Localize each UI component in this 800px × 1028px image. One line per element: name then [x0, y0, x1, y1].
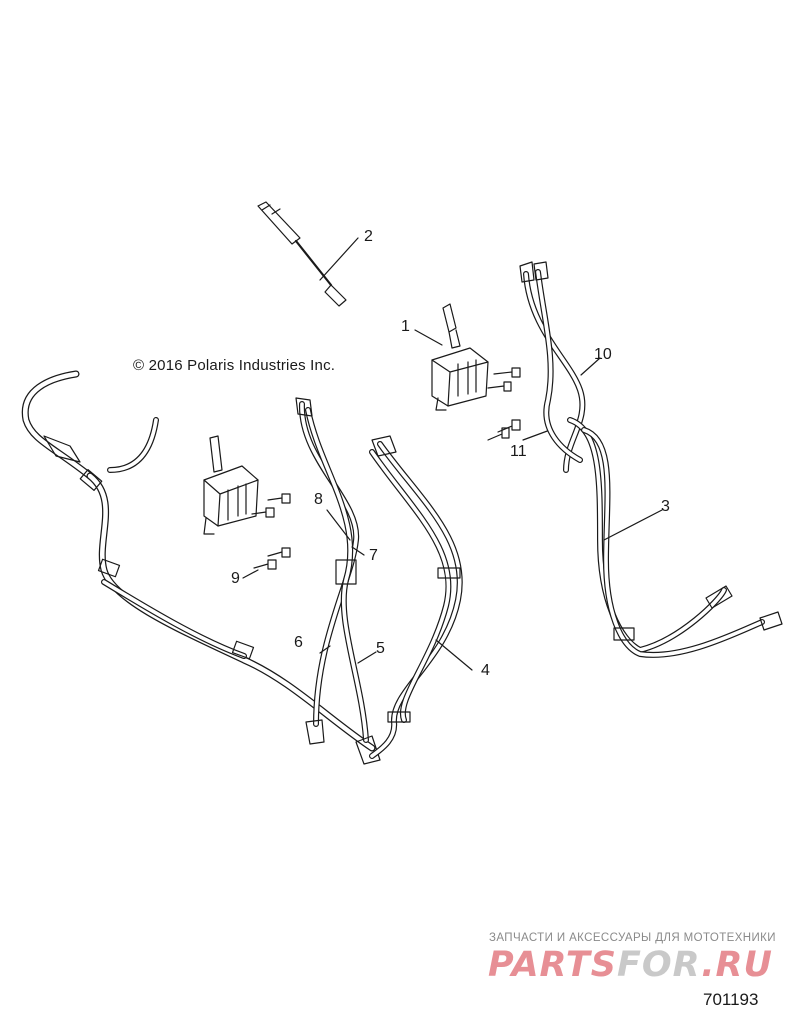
callout-7: 7	[369, 547, 378, 564]
callout-10: 10	[594, 346, 612, 363]
cable-part-3	[567, 417, 783, 658]
cable-part-4	[369, 435, 473, 759]
callout-3: 3	[661, 498, 670, 515]
solenoid-part-left	[203, 435, 291, 579]
cables-center	[295, 397, 381, 765]
callout-8: 8	[314, 491, 323, 508]
callout-4: 4	[481, 662, 490, 679]
cable-left-main	[21, 370, 376, 752]
callout-1: 1	[401, 318, 410, 335]
callout-5: 5	[376, 640, 385, 657]
watermark-logo-ru: .RU	[701, 945, 773, 985]
callout-2: 2	[364, 228, 373, 245]
callout-9: 9	[231, 570, 240, 587]
sensor-lead-part-2	[257, 201, 359, 307]
watermark-caption: ЗАПЧАСТИ И АКСЕССУАРЫ ДЛЯ МОТОТЕХНИКИ	[489, 932, 776, 944]
solenoid-part-1	[414, 303, 551, 441]
copyright-notice: © 2016 Polaris Industries Inc.	[133, 357, 336, 374]
watermark-logo-parts: PARTS	[488, 945, 617, 985]
callout-11: 11	[510, 443, 527, 460]
watermark-logo: PARTSFOR.RU	[488, 945, 773, 985]
callout-6: 6	[294, 634, 303, 651]
watermark-logo-for: FOR	[617, 945, 702, 985]
figure-number: 701193	[703, 990, 759, 1009]
cables-upper-right	[519, 261, 601, 473]
